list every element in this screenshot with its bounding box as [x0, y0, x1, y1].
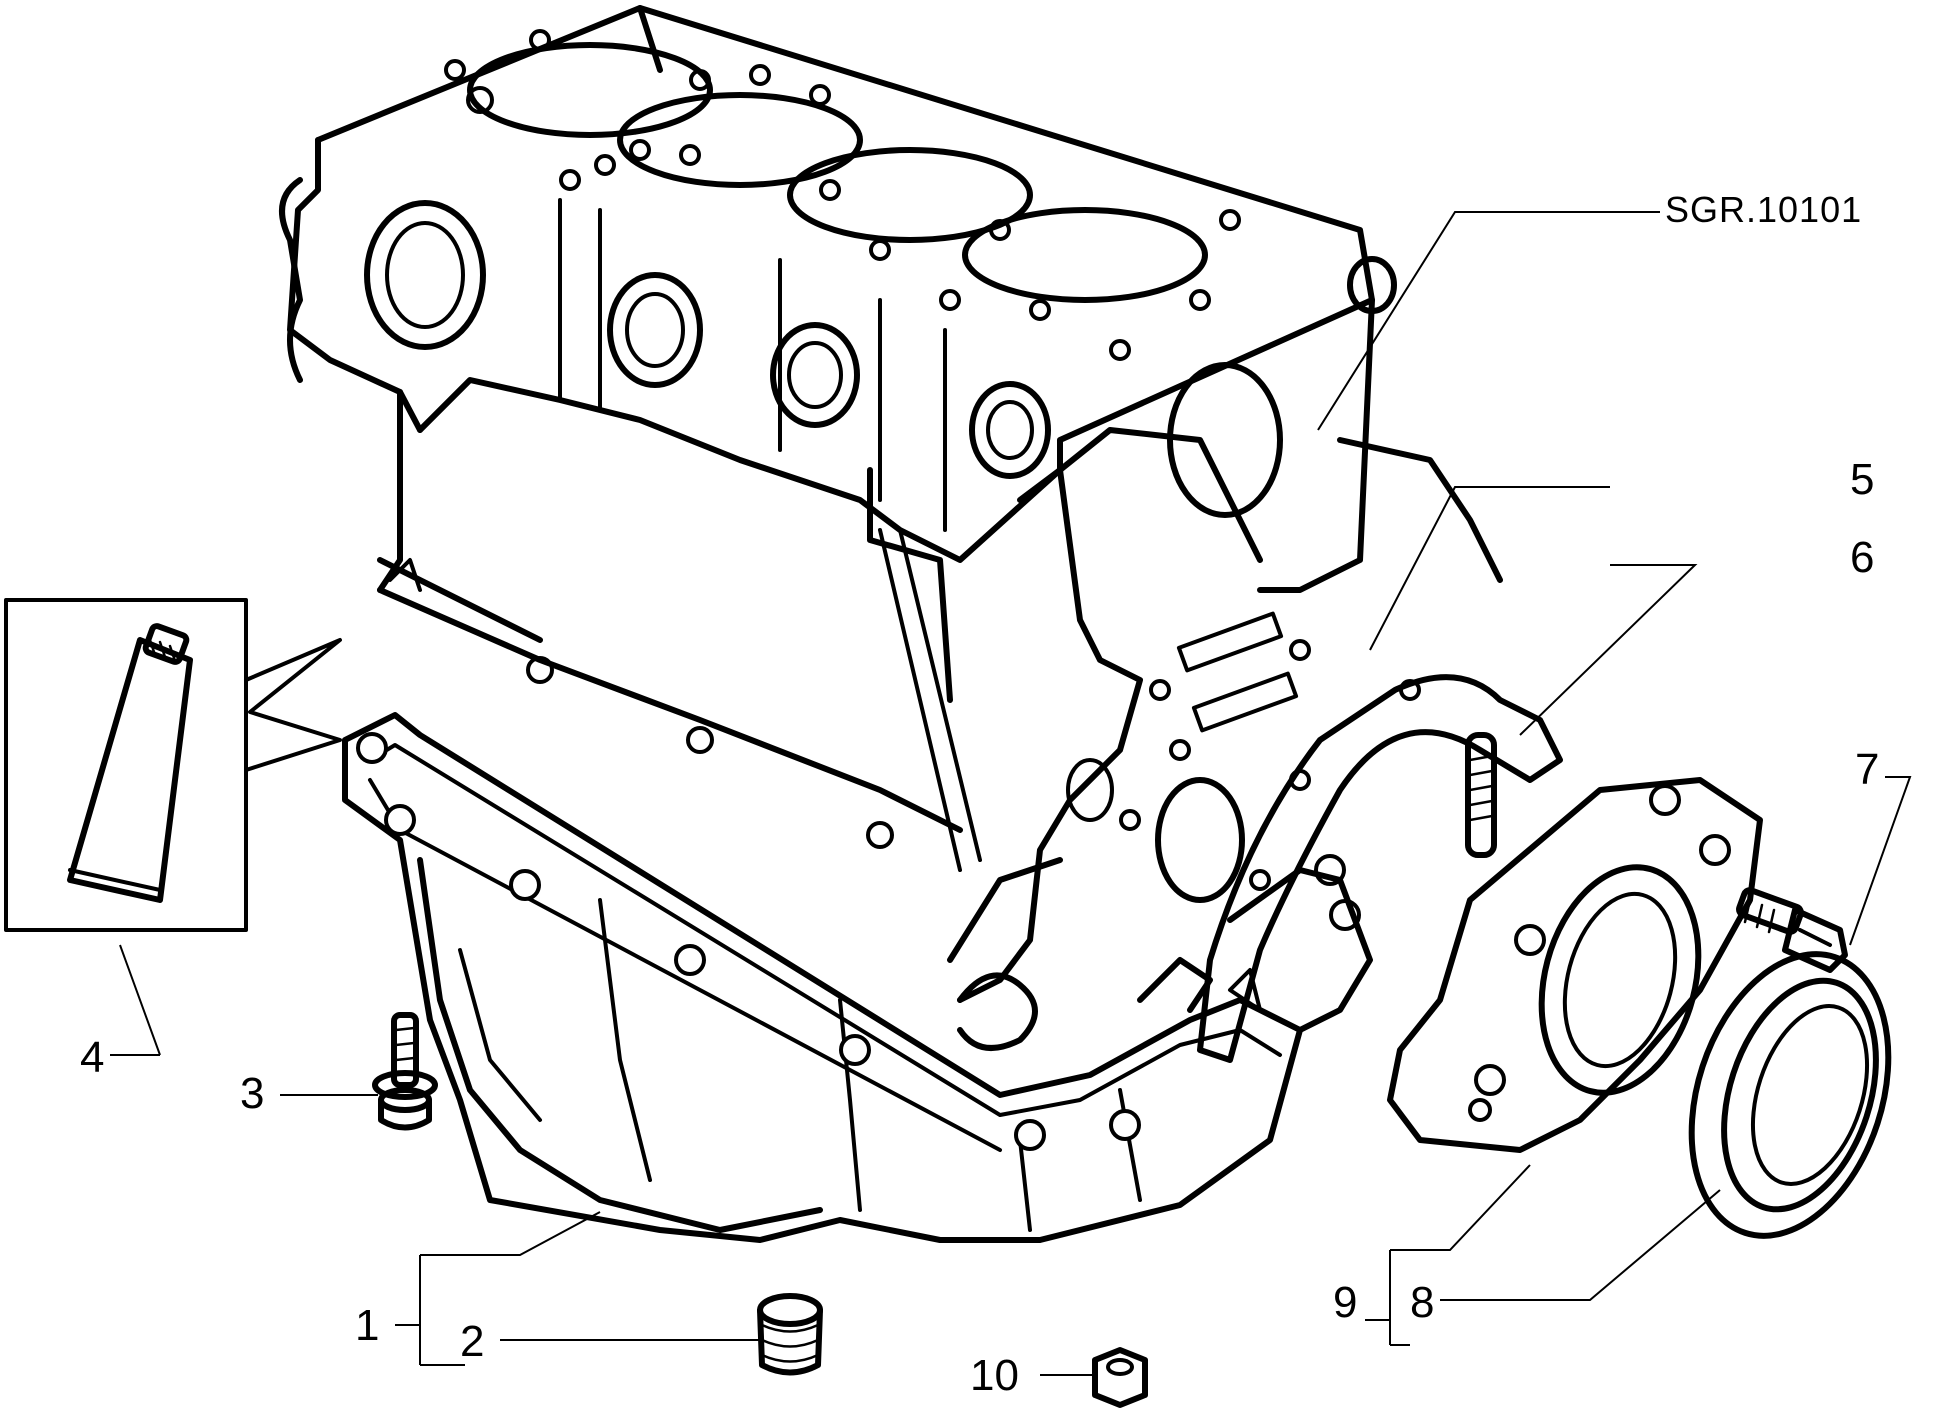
callout-1: 1 [355, 1301, 379, 1350]
callout-10: 10 [970, 1351, 1019, 1400]
callout-3: 3 [240, 1069, 264, 1118]
oil-pan [342, 712, 1373, 1243]
bolt-flanged [1736, 887, 1848, 973]
engine-block [279, 5, 1503, 1051]
sealant-inset [4, 598, 342, 932]
reference-code: SGR.10101 [1665, 189, 1862, 230]
oil-seal [1688, 951, 1892, 1239]
drain-plug [757, 1293, 823, 1376]
rear-gasket [1197, 674, 1563, 1063]
callout-6: 6 [1850, 533, 1874, 582]
callout-7: 7 [1855, 745, 1879, 794]
callout-5: 5 [1850, 455, 1874, 504]
sealant-tube [67, 623, 193, 903]
callout-9: 9 [1333, 1278, 1357, 1327]
nut [1092, 1347, 1148, 1408]
callout-8: 8 [1410, 1278, 1434, 1327]
stud [1465, 732, 1497, 858]
callout-4: 4 [80, 1033, 104, 1082]
bolt-with-washer [372, 1012, 438, 1131]
leader-lines [110, 211, 1912, 1376]
rear-seal-housing [1387, 777, 1763, 1153]
callout-2: 2 [460, 1317, 484, 1366]
